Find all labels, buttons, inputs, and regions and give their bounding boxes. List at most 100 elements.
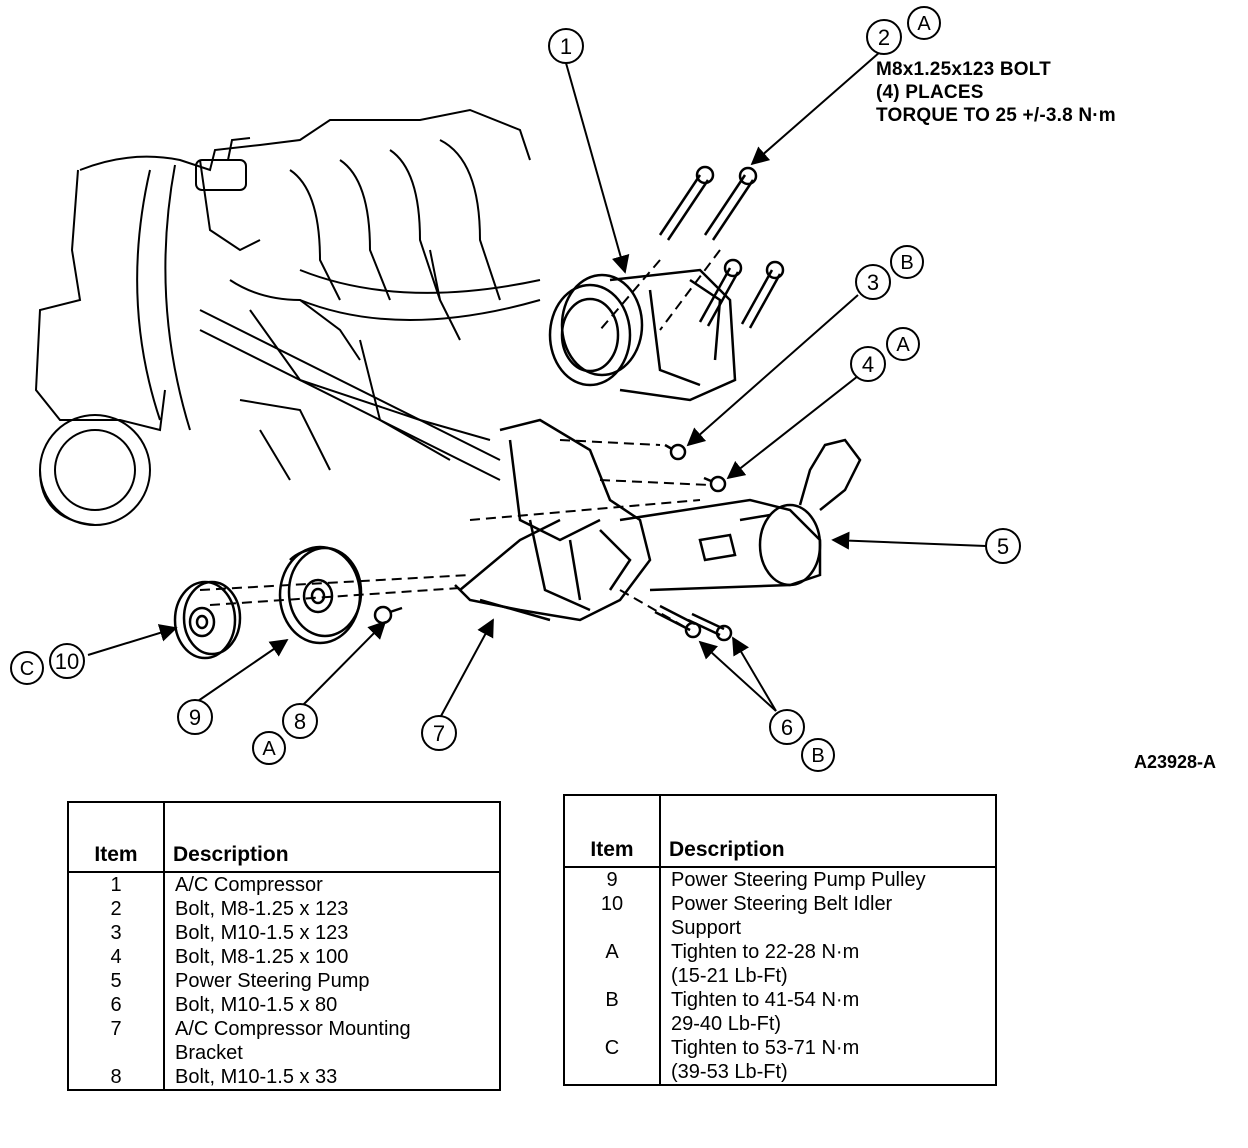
item-description: Power Steering Pump bbox=[175, 970, 370, 992]
header-description: Description bbox=[660, 795, 996, 868]
item-number: 4 bbox=[68, 945, 165, 969]
item-description-line-2: Support bbox=[671, 917, 742, 939]
svg-text:10: 10 bbox=[55, 649, 79, 674]
item-description: Bolt, M10-1.5 x 33 bbox=[175, 1066, 338, 1088]
callout-letter-a-4: A bbox=[886, 327, 920, 361]
svg-text:2: 2 bbox=[878, 25, 890, 50]
ac-compressor-drawing bbox=[548, 268, 737, 402]
power-steering-pump-drawing bbox=[619, 438, 862, 592]
item-description: A/C Compressor bbox=[175, 874, 323, 896]
header-description: Description bbox=[164, 802, 500, 873]
item-description: Bolt, M10-1.5 x 123 bbox=[175, 922, 349, 944]
callout-2: 2 bbox=[866, 19, 902, 55]
table-row: 3 Bolt, M10-1.5 x 123 bbox=[68, 921, 500, 945]
item-number: A bbox=[564, 940, 661, 988]
table-row: B Tighten to 41-54 N·m 29-40 Lb-Ft) bbox=[564, 988, 996, 1036]
table-row: C Tighten to 53-71 N·m (39-53 Lb-Ft) bbox=[564, 1036, 996, 1085]
bolt-torque-note: M8x1.25x123 BOLT (4) PLACES TORQUE TO 25… bbox=[876, 58, 1116, 127]
item-description-line-1: Tighten to 53-71 N·m bbox=[671, 1037, 860, 1059]
item-number: 5 bbox=[68, 969, 165, 993]
item-number: 8 bbox=[68, 1065, 165, 1090]
table-row: 2 Bolt, M8-1.25 x 123 bbox=[68, 897, 500, 921]
engine-block-drawing bbox=[34, 108, 541, 526]
item-description-line-1: Tighten to 41-54 N·m bbox=[671, 989, 860, 1011]
svg-text:7: 7 bbox=[433, 721, 445, 746]
item-description-line-2: Bracket bbox=[175, 1042, 243, 1064]
item-description: Tighten to 41-54 N·m 29-40 Lb-Ft) bbox=[660, 988, 996, 1036]
item-number: 2 bbox=[68, 897, 165, 921]
item-number: 7 bbox=[68, 1017, 165, 1065]
callout-letter-b-6: B bbox=[801, 738, 835, 772]
callout-4: 4 bbox=[850, 346, 886, 382]
mounting-bracket-drawing bbox=[454, 418, 652, 622]
table-row: 6 Bolt, M10-1.5 x 80 bbox=[68, 993, 500, 1017]
table-row: 10 Power Steering Belt Idler Support bbox=[564, 892, 996, 940]
svg-text:3: 3 bbox=[867, 270, 879, 295]
bolts-item-2-drawing bbox=[658, 165, 785, 329]
callout-letter-a-8: A bbox=[252, 731, 286, 765]
figure-id: A23928-A bbox=[1134, 752, 1217, 772]
item-description: Tighten to 53-71 N·m (39-53 Lb-Ft) bbox=[660, 1036, 996, 1085]
small-bolts-drawing bbox=[373, 443, 733, 642]
callout-5: 5 bbox=[985, 528, 1021, 564]
callout-6: 6 bbox=[769, 709, 805, 745]
item-number: B bbox=[564, 988, 661, 1036]
callout-9: 9 bbox=[177, 699, 213, 735]
item-description-line-1: Tighten to 22-28 N·m bbox=[671, 941, 860, 963]
table-row: 4 Bolt, M8-1.25 x 100 bbox=[68, 945, 500, 969]
callout-3: 3 bbox=[855, 264, 891, 300]
table-row: 1 A/C Compressor bbox=[68, 872, 500, 897]
item-description: Tighten to 22-28 N·m (15-21 Lb-Ft) bbox=[660, 940, 996, 988]
item-description-line-1: A/C Compressor Mounting bbox=[175, 1018, 411, 1040]
item-description: Power Steering Belt Idler Support bbox=[660, 892, 996, 940]
item-number: 6 bbox=[68, 993, 165, 1017]
item-description-line-2: (39-53 Lb-Ft) bbox=[671, 1061, 788, 1083]
callout-7: 7 bbox=[421, 715, 457, 751]
note-line-3: TORQUE TO 25 +/-3.8 N·m bbox=[876, 105, 1116, 126]
belt-idler-drawing bbox=[173, 580, 242, 660]
svg-text:C: C bbox=[20, 658, 34, 680]
svg-text:8: 8 bbox=[294, 709, 306, 734]
header-item: Item bbox=[68, 802, 165, 873]
note-line-1: M8x1.25x123 BOLT bbox=[876, 59, 1051, 80]
table-row: A Tighten to 22-28 N·m (15-21 Lb-Ft) bbox=[564, 940, 996, 988]
leader-arrows bbox=[87, 51, 987, 717]
note-line-2: (4) PLACES bbox=[876, 82, 984, 103]
svg-text:B: B bbox=[900, 252, 913, 274]
item-number: 9 bbox=[564, 867, 661, 892]
svg-text:9: 9 bbox=[189, 705, 201, 730]
svg-text:A: A bbox=[262, 738, 276, 760]
svg-text:4: 4 bbox=[862, 352, 874, 377]
svg-text:1: 1 bbox=[560, 34, 572, 59]
svg-text:A: A bbox=[896, 334, 910, 356]
table-row: 5 Power Steering Pump bbox=[68, 969, 500, 993]
svg-text:B: B bbox=[811, 745, 824, 767]
table-row: 7 A/C Compressor Mounting Bracket bbox=[68, 1017, 500, 1065]
svg-text:A: A bbox=[917, 13, 931, 35]
item-description-line-2: 29-40 Lb-Ft) bbox=[671, 1013, 782, 1035]
item-description: Bolt, M8-1.25 x 123 bbox=[175, 898, 349, 920]
callout-10: 10 bbox=[49, 643, 85, 679]
callout-letter-c-10: C bbox=[10, 651, 44, 685]
callout-1: 1 bbox=[548, 28, 584, 64]
callout-8: 8 bbox=[282, 703, 318, 739]
ps-pump-pulley-drawing bbox=[278, 545, 363, 645]
item-description-line-2: (15-21 Lb-Ft) bbox=[671, 965, 788, 987]
legend-table-left: Item Description 1 A/C Compressor 2 Bolt… bbox=[67, 801, 501, 1091]
item-description: Power Steering Pump Pulley bbox=[671, 869, 926, 891]
callout-letter-a-2: A bbox=[907, 6, 941, 40]
item-number: 10 bbox=[564, 892, 661, 940]
legend-table-right: Item Description 9 Power Steering Pump P… bbox=[563, 794, 997, 1086]
callout-letter-b-3: B bbox=[890, 245, 924, 279]
item-description: Bolt, M8-1.25 x 100 bbox=[175, 946, 349, 968]
item-description-line-1: Power Steering Belt Idler bbox=[671, 893, 893, 915]
svg-text:5: 5 bbox=[997, 534, 1009, 559]
svg-text:6: 6 bbox=[781, 715, 793, 740]
table-row: 9 Power Steering Pump Pulley bbox=[564, 867, 996, 892]
item-number: 1 bbox=[68, 872, 165, 897]
item-description: Bolt, M10-1.5 x 80 bbox=[175, 994, 338, 1016]
table-row: 8 Bolt, M10-1.5 x 33 bbox=[68, 1065, 500, 1090]
item-description: A/C Compressor Mounting Bracket bbox=[164, 1017, 500, 1065]
exploded-view-diagram: 1 2 A 3 B 4 A 5 6 B 7 8 bbox=[10, 6, 1021, 772]
item-number: 3 bbox=[68, 921, 165, 945]
